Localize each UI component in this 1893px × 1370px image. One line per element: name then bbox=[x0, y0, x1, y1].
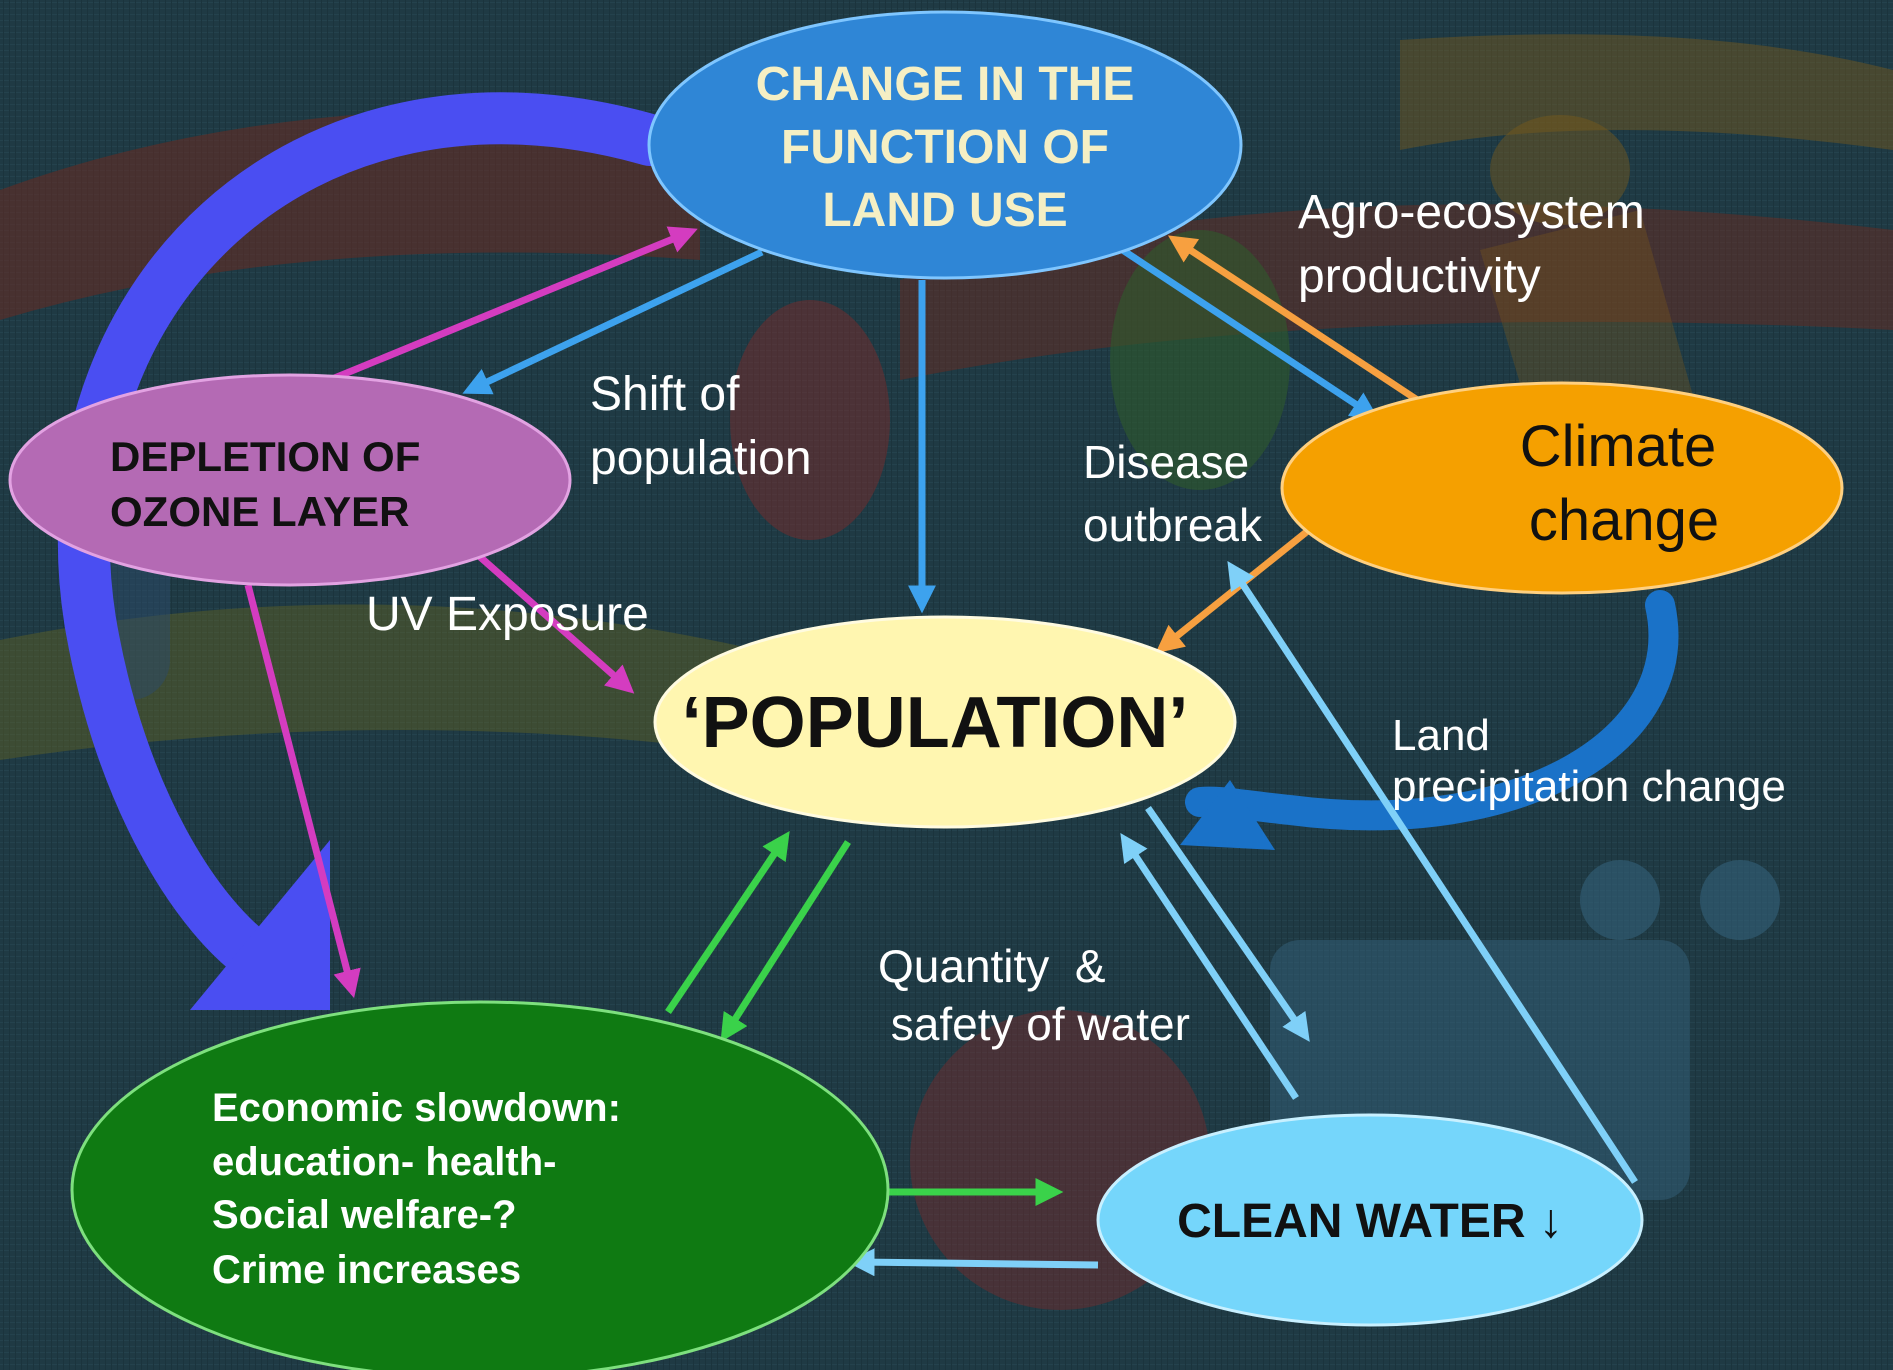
node-land-use: CHANGE IN THE FUNCTION OF LAND USE bbox=[647, 10, 1243, 280]
node-population: ‘POPULATION’ bbox=[653, 615, 1237, 829]
arrow-population-to-economic bbox=[720, 840, 851, 1043]
node-ozone: DEPLETION OF OZONE LAYER bbox=[8, 373, 572, 587]
node-economic-line-1: Economic slowdown: bbox=[212, 1086, 621, 1130]
node-climate: Climate change bbox=[1280, 381, 1844, 595]
label-agro-line-2: productivity bbox=[1298, 250, 1541, 303]
node-economic-line-2: education- health- bbox=[212, 1140, 556, 1184]
node-clean-water: CLEAN WATER ↓ bbox=[1096, 1113, 1644, 1327]
arrow-landuse-to-climate bbox=[1113, 242, 1380, 420]
label-land-precip-line-1: Land bbox=[1392, 711, 1490, 760]
arrow-climate-to-population-precip bbox=[1180, 590, 1679, 850]
label-water-line-1: Quantity & bbox=[878, 940, 1106, 992]
label-disease-line-2: outbreak bbox=[1083, 499, 1263, 551]
label-disease-line-1: Disease bbox=[1083, 436, 1249, 488]
node-land-use-line-1: CHANGE IN THE bbox=[756, 58, 1135, 111]
arrow-ozone-to-economic bbox=[244, 584, 361, 999]
node-ozone-line-1: DEPLETION OF bbox=[110, 433, 420, 480]
arrow-ozone-to-landuse bbox=[296, 226, 698, 397]
arrow-population-to-cleanwater bbox=[1145, 806, 1310, 1042]
arrow-landuse-to-ozone bbox=[462, 248, 764, 395]
straight-arrows bbox=[244, 226, 1638, 1277]
label-shift-line-2: population bbox=[590, 432, 812, 485]
node-economic-line-3: Social welfare-? bbox=[212, 1193, 517, 1237]
arrow-economic-to-population bbox=[665, 831, 790, 1014]
label-uv: UV Exposure bbox=[366, 588, 649, 641]
node-land-use-shape bbox=[647, 10, 1243, 280]
node-climate-line-2: change bbox=[1529, 488, 1719, 553]
label-shift-line-1: Shift of bbox=[590, 368, 740, 421]
node-ozone-line-2: OZONE LAYER bbox=[110, 488, 410, 535]
label-water-line-2: safety of water bbox=[878, 998, 1190, 1050]
node-population-shape bbox=[653, 615, 1237, 829]
arrow-climate-to-landuse bbox=[1167, 235, 1427, 408]
node-climate-line-1: Climate bbox=[1520, 414, 1717, 479]
node-economic-shape bbox=[70, 1000, 890, 1370]
arrow-ozone-to-population bbox=[467, 545, 635, 694]
node-clean-water-label: CLEAN WATER ↓ bbox=[1177, 1195, 1563, 1248]
node-economic-line-4: Crime increases bbox=[212, 1248, 521, 1292]
arrow-cleanwater-to-climate bbox=[1227, 560, 1638, 1184]
node-land-use-line-3: LAND USE bbox=[822, 184, 1067, 237]
node-land-use-line-2: FUNCTION OF bbox=[781, 121, 1109, 174]
arrow-cleanwater-to-population bbox=[1120, 832, 1299, 1100]
label-agro-line-1: Agro-ecosystem bbox=[1298, 186, 1645, 239]
node-population-label: ‘POPULATION’ bbox=[682, 683, 1189, 763]
edge-labels: Agro-ecosystem productivity Shift of pop… bbox=[366, 186, 1786, 1050]
arrow-cleanwater-to-economic bbox=[846, 1248, 1099, 1277]
node-climate-shape bbox=[1280, 381, 1844, 595]
label-land-precip-line-2: precipitation change bbox=[1392, 762, 1786, 811]
node-economic: Economic slowdown: education- health- So… bbox=[70, 1000, 890, 1370]
node-ozone-shape bbox=[8, 373, 572, 587]
node-clean-water-shape bbox=[1096, 1113, 1644, 1327]
